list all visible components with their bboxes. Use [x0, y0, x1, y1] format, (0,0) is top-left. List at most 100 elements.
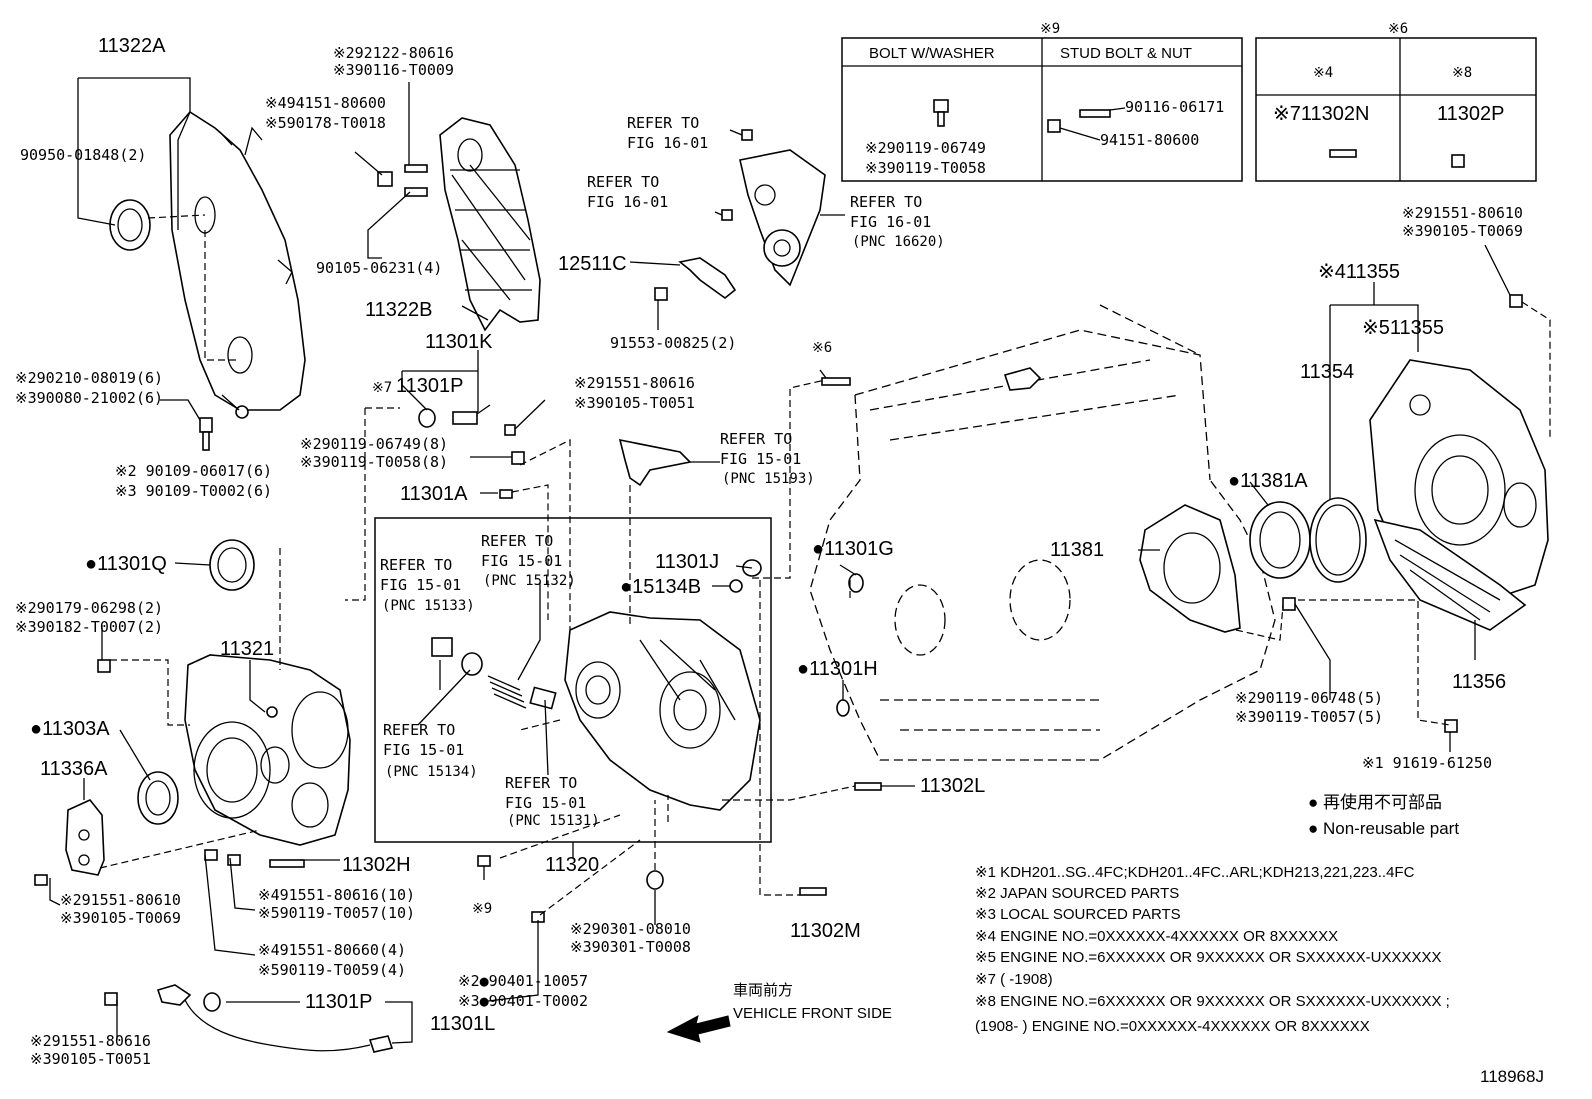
label-11355-5: ※511355	[1362, 317, 1444, 339]
note-8-continued: (1908- ) ENGINE NO.=0XXXXXX-4XXXXXX OR 8…	[975, 1018, 1370, 1035]
ref-16-01-b-line2: FIG 16-01	[587, 193, 668, 211]
sensor-11301k-drawing	[418, 404, 491, 428]
vehicle-front-arrow	[666, 1015, 731, 1043]
label-90178-t0018: ※590178-T0018	[265, 114, 386, 132]
ref-15132-line2: FIG 15-01	[481, 552, 562, 570]
ref-16-01-a-line2: FIG 16-01	[627, 134, 708, 152]
note-1: ※1 KDH201..SG..4FC;KDH201..4FC..ARL;KDH2…	[975, 864, 1415, 881]
studs-drawing	[97, 99, 1465, 923]
diagram-id: 118968J	[1480, 1067, 1544, 1086]
vehicle-front-jp: 車両前方	[733, 982, 793, 999]
label-90401-t0002: ※3●90401-T0002	[458, 992, 588, 1010]
label-91551-80616-10: ※491551-80616(10)	[258, 886, 415, 904]
label-mark-6: ※6	[812, 340, 832, 356]
note-8: ※8 ENGINE NO.=6XXXXXX OR 9XXXXXX OR SXXX…	[975, 993, 1450, 1010]
retainer-11381-drawing	[1139, 504, 1241, 633]
note-5: ※5 ENGINE NO.=6XXXXXX OR 9XXXXXX OR SXXX…	[975, 949, 1442, 966]
stud-type-box-6: ※6 ※4 ※8 ※711302N 11302P	[1255, 21, 1537, 182]
footnotes: ※1 KDH201..SG..4FC;KDH201..4FC..ARL;KDH2…	[975, 864, 1450, 1035]
label-91551-80616-b: ※291551-80616	[30, 1032, 151, 1050]
ref-16-01-a-line1: REFER TO	[627, 114, 699, 132]
label-90119-t0057-5: ※390119-T0057(5)	[1235, 708, 1383, 726]
ref-15133-line3: (PNC 15133)	[382, 598, 475, 614]
ref-15131-line3: (PNC 15131)	[507, 813, 600, 829]
ref-16-01-c-line2: FIG 16-01	[850, 213, 931, 231]
front-case-11321-drawing	[184, 654, 351, 846]
label-mark-9: ※9	[472, 901, 492, 917]
ref-15131-line2: FIG 15-01	[505, 794, 586, 812]
label-90105-t0069-a: ※390105-T0069	[60, 909, 181, 927]
label-90210-08019: ※290210-08019(6)	[15, 369, 163, 387]
label-11356: 11356	[1452, 671, 1506, 693]
gasket-15193-drawing	[618, 438, 692, 487]
ref-16-01-b-line1: REFER TO	[587, 173, 659, 191]
label-11301q: ●11301Q	[85, 553, 167, 575]
note-7: ※7 ( -1908)	[975, 971, 1053, 988]
note-3: ※3 LOCAL SOURCED PARTS	[975, 906, 1181, 923]
box9-c2b: 94151-80600	[1100, 131, 1199, 149]
bolt-type-box-9: ※9 BOLT W/WASHER STUD BOLT & NUT ※290119…	[841, 21, 1243, 182]
box9-c1a: ※290119-06749	[865, 139, 986, 157]
label-90301-t0008: ※390301-T0008	[570, 938, 691, 956]
label-90950-01848: 90950-01848(2)	[20, 146, 146, 164]
label-90119-t0059: ※590119-T0059(4)	[258, 961, 406, 979]
timing-cover-11322a-drawing	[109, 110, 306, 411]
ref-15193-line3: (PNC 15193)	[722, 471, 815, 487]
ref-15133-line2: FIG 15-01	[380, 576, 461, 594]
ref-15134-line1: REFER TO	[383, 721, 455, 739]
box6-mark: ※6	[1388, 21, 1408, 37]
box9-col2-header: STUD BOLT & NUT	[1060, 45, 1192, 62]
label-11302l: 11302L	[920, 775, 985, 797]
label-11355-4: ※411355	[1318, 261, 1400, 283]
label-11301h: ●11301H	[797, 658, 878, 680]
box6-col1-header: ※4	[1313, 65, 1333, 81]
ref-15134-line3: (PNC 15134)	[385, 764, 478, 780]
legend: ● 再使用不可部品 ● Non-reusable part	[1308, 792, 1459, 838]
plate-11336a-drawing	[34, 799, 105, 886]
assembly-dash-lines	[99, 301, 1551, 916]
label-90401-10057: ※2●90401-10057	[458, 972, 588, 990]
label-92122-80616: ※292122-80616	[333, 44, 454, 62]
label-11301a: 11301A	[400, 483, 468, 505]
seal-11303a-drawing	[137, 771, 179, 825]
box9-c1b: ※390119-T0058	[865, 159, 986, 177]
vehicle-front-en: VEHICLE FRONT SIDE	[733, 1005, 892, 1022]
label-11303a: ●11303A	[30, 718, 110, 740]
label-91551-80610-b: ※291551-80610	[1402, 204, 1523, 222]
seal-11381a-drawing	[1249, 501, 1311, 579]
label-91553-00825: 91553-00825(2)	[610, 334, 736, 352]
gasket-11354-drawing	[1309, 497, 1367, 583]
ref-15132-line3: (PNC 15132)	[483, 573, 576, 589]
end-plate-11355-drawing	[1369, 359, 1549, 631]
label-94151-80600: ※494151-80600	[265, 94, 386, 112]
legend-en: ● Non-reusable part	[1308, 819, 1459, 838]
label-11301l: 11301L	[430, 1013, 495, 1035]
vehicle-front-label: 車両前方 VEHICLE FRONT SIDE	[733, 982, 892, 1022]
ref-15193-line1: REFER TO	[720, 430, 792, 448]
label-11321: 11321	[220, 638, 274, 660]
seal-11301q-drawing	[209, 539, 255, 591]
label-90119-06748: ※290119-06748(5)	[1235, 689, 1383, 707]
oil-pump-box-drawing	[374, 517, 772, 843]
bolts-cluster-top	[199, 129, 1523, 499]
note-4: ※4 ENGINE NO.=0XXXXXX-4XXXXXX OR 8XXXXXX	[975, 928, 1338, 945]
label-90119-06749-8: ※290119-06749(8)	[300, 435, 448, 453]
label-91551-80610-a: ※291551-80610	[60, 891, 181, 909]
label-90116-t0009: ※390116-T0009	[333, 61, 454, 79]
label-90105-t0051-a: ※390105-T0051	[574, 394, 695, 412]
label-90301-08010: ※290301-08010	[570, 920, 691, 938]
label-90105-06231: 90105-06231(4)	[316, 259, 442, 277]
label-90119-t0058-8: ※390119-T0058(8)	[300, 453, 448, 471]
box9-col1-header: BOLT W/WASHER	[869, 45, 995, 62]
label-11301j: 11301J	[655, 551, 719, 573]
note-2: ※2 JAPAN SOURCED PARTS	[975, 885, 1179, 902]
label-11301p-bottom: 11301P	[305, 991, 372, 1013]
label-91619-61250: ※1 91619-61250	[1362, 754, 1492, 772]
label-11381: 11381	[1050, 539, 1104, 561]
label-90109-06017: ※2 90109-06017(6)	[115, 462, 272, 480]
label-90179-06298: ※290179-06298(2)	[15, 599, 163, 617]
box6-c2: 11302P	[1437, 103, 1504, 125]
label-11322a: 11322A	[98, 35, 166, 57]
sensor-cable-11301l-drawing	[104, 984, 394, 1053]
